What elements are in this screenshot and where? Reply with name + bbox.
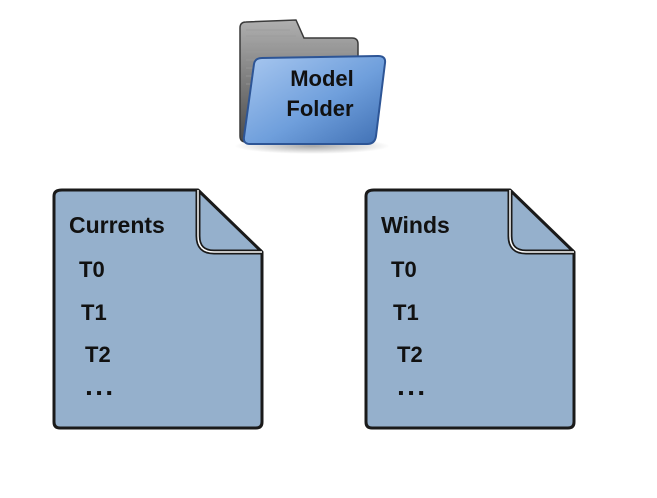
document-fold-highlight xyxy=(509,190,574,253)
document-title: Currents xyxy=(69,212,165,238)
document-item: T0 xyxy=(79,257,105,282)
document-item: T2 xyxy=(85,342,111,367)
document-ellipsis: ▪ ▪ ▪ xyxy=(86,385,112,402)
folder-icon[interactable]: Model Folder xyxy=(234,19,390,154)
document-item: T1 xyxy=(81,300,107,325)
document-item: T1 xyxy=(393,300,419,325)
folder-label-line1: Model xyxy=(290,66,354,91)
folder-label-line2: Folder xyxy=(286,96,354,121)
document-currents[interactable]: Currents T0 T1 T2 ▪ ▪ ▪ xyxy=(52,188,264,430)
document-item: T2 xyxy=(397,342,423,367)
document-winds[interactable]: Winds T0 T1 T2 ▪ ▪ ▪ xyxy=(364,188,576,430)
document-fold-highlight xyxy=(197,190,262,253)
document-item: T0 xyxy=(391,257,417,282)
document-title: Winds xyxy=(381,212,450,238)
folder-front-panel xyxy=(242,54,387,145)
document-ellipsis: ▪ ▪ ▪ xyxy=(398,385,424,402)
